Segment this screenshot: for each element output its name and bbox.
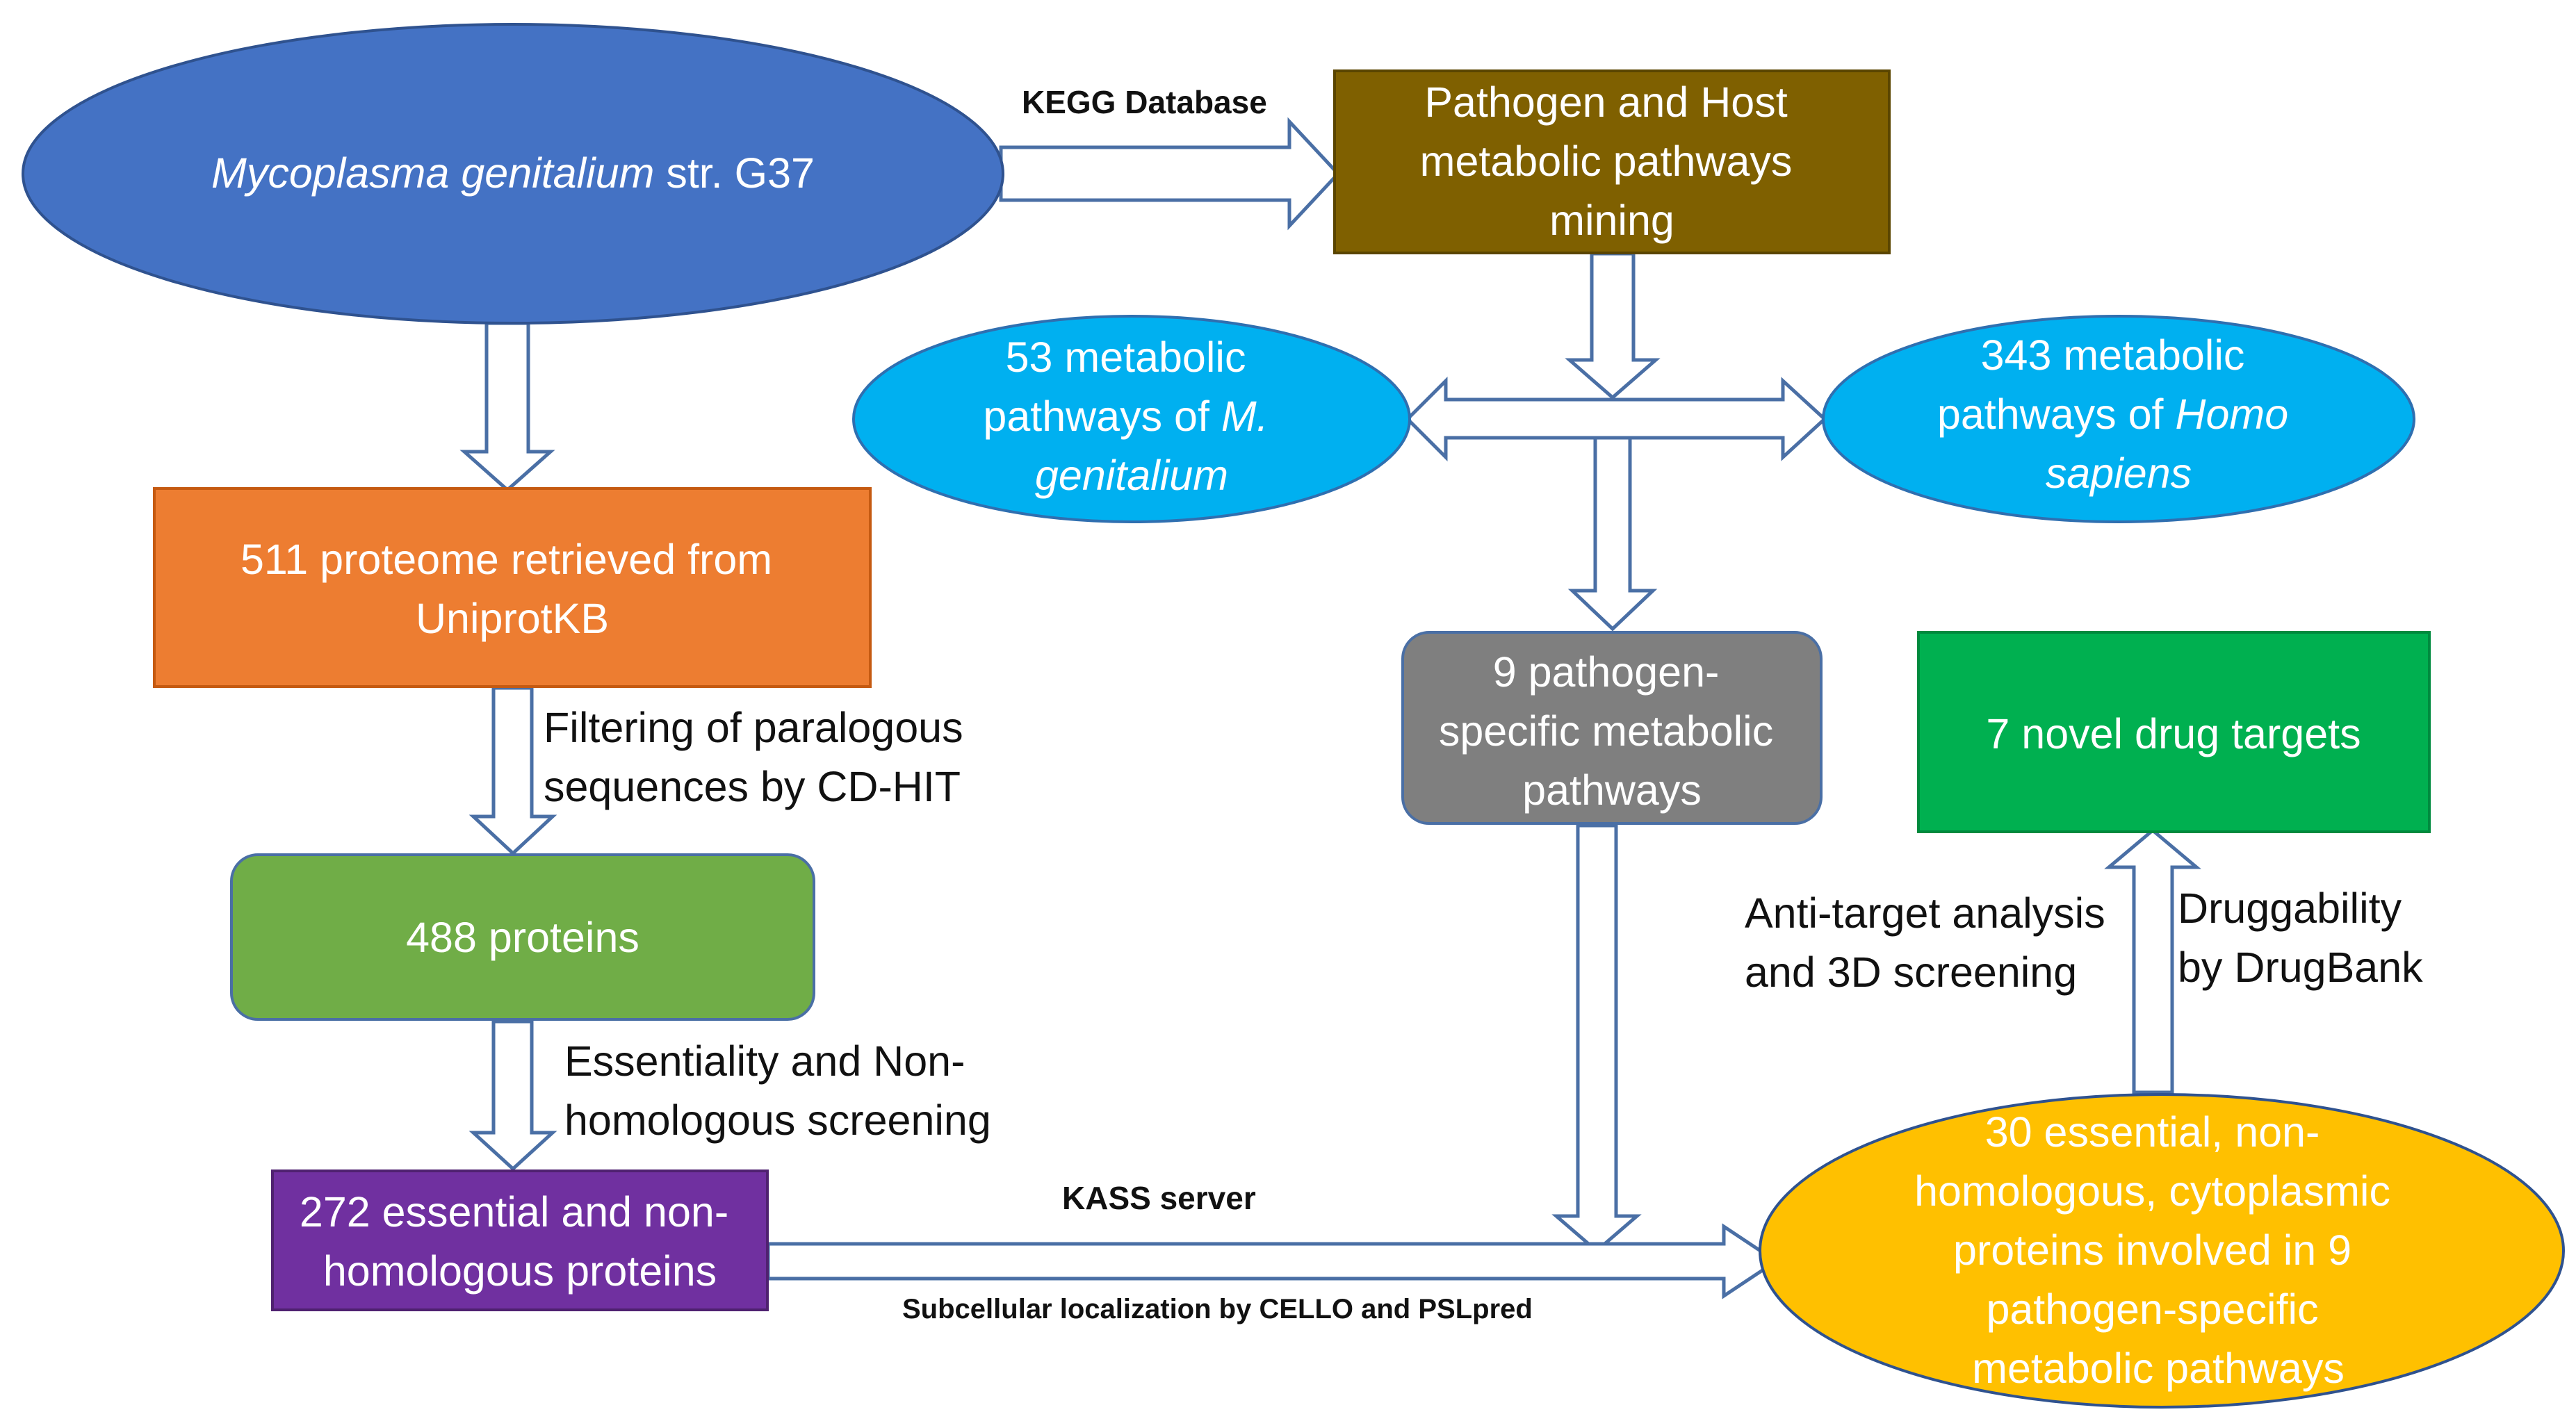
node-drug-targets (1917, 631, 2431, 833)
label-essentiality: Essentiality and Non- homologous screeni… (564, 1037, 991, 1144)
label-subcellular: Subcellular localization by CELLO and PS… (902, 1294, 1533, 1324)
arrow-pathway-to-final (1551, 823, 1642, 1254)
node-hs-pathways (1822, 315, 2415, 523)
node-488-proteins (230, 853, 815, 1021)
node-272-essential-label: 272 essential and non- homologous protei… (300, 1188, 740, 1295)
node-mycoplasma-label: Mycoplasma genitalium str. G37 (211, 149, 815, 197)
arrow-to-pathogen-specific (1567, 436, 1658, 632)
node-pathogen-specific-label: 9 pathogen- specific metabolic pathways (1439, 648, 1785, 814)
arrow-cdhit (468, 686, 557, 856)
node-mg-pathways (852, 315, 1411, 523)
node-30-essential (1759, 1093, 2565, 1409)
arrow-to-split (1565, 252, 1661, 400)
label-kegg: KEGG Database (1022, 84, 1267, 120)
label-druggability: Druggability by DrugBank (2178, 885, 2423, 991)
node-mycoplasma (22, 23, 1004, 325)
arrow-druggability (2104, 828, 2201, 1094)
node-mg-pathways-label: 53 metabolic pathways of M. genitalium (983, 334, 1280, 499)
arrow-essentiality (468, 1019, 557, 1172)
node-drug-targets-label: 7 novel drug targets (1986, 710, 2361, 757)
arrow-kass (766, 1223, 1779, 1299)
label-cdhit: Filtering of paralogous sequences by CD-… (544, 704, 975, 810)
node-272-essential (271, 1170, 769, 1311)
node-488-proteins-label: 488 proteins (406, 914, 639, 961)
arrow-kegg (999, 117, 1341, 231)
node-proteome-label: 511 proteome retrieved from UniprotKB (241, 536, 784, 642)
node-pathogen-host-label: Pathogen and Host metabolic pathways min… (1420, 79, 1804, 244)
arrow-to-proteome (459, 321, 555, 493)
node-hs-pathways-label: 343 metabolic pathways of Homo sapiens (1937, 331, 2300, 497)
node-30-essential-label: 30 essential, non- homologous, cytoplasm… (1914, 1108, 2402, 1392)
label-kass: KASS server (1062, 1180, 1256, 1216)
node-pathogen-host (1333, 69, 1891, 254)
node-pathogen-specific (1401, 631, 1823, 825)
label-antitarget: Anti-target analysis and 3D screening (1745, 889, 2117, 996)
node-proteome (153, 487, 872, 688)
